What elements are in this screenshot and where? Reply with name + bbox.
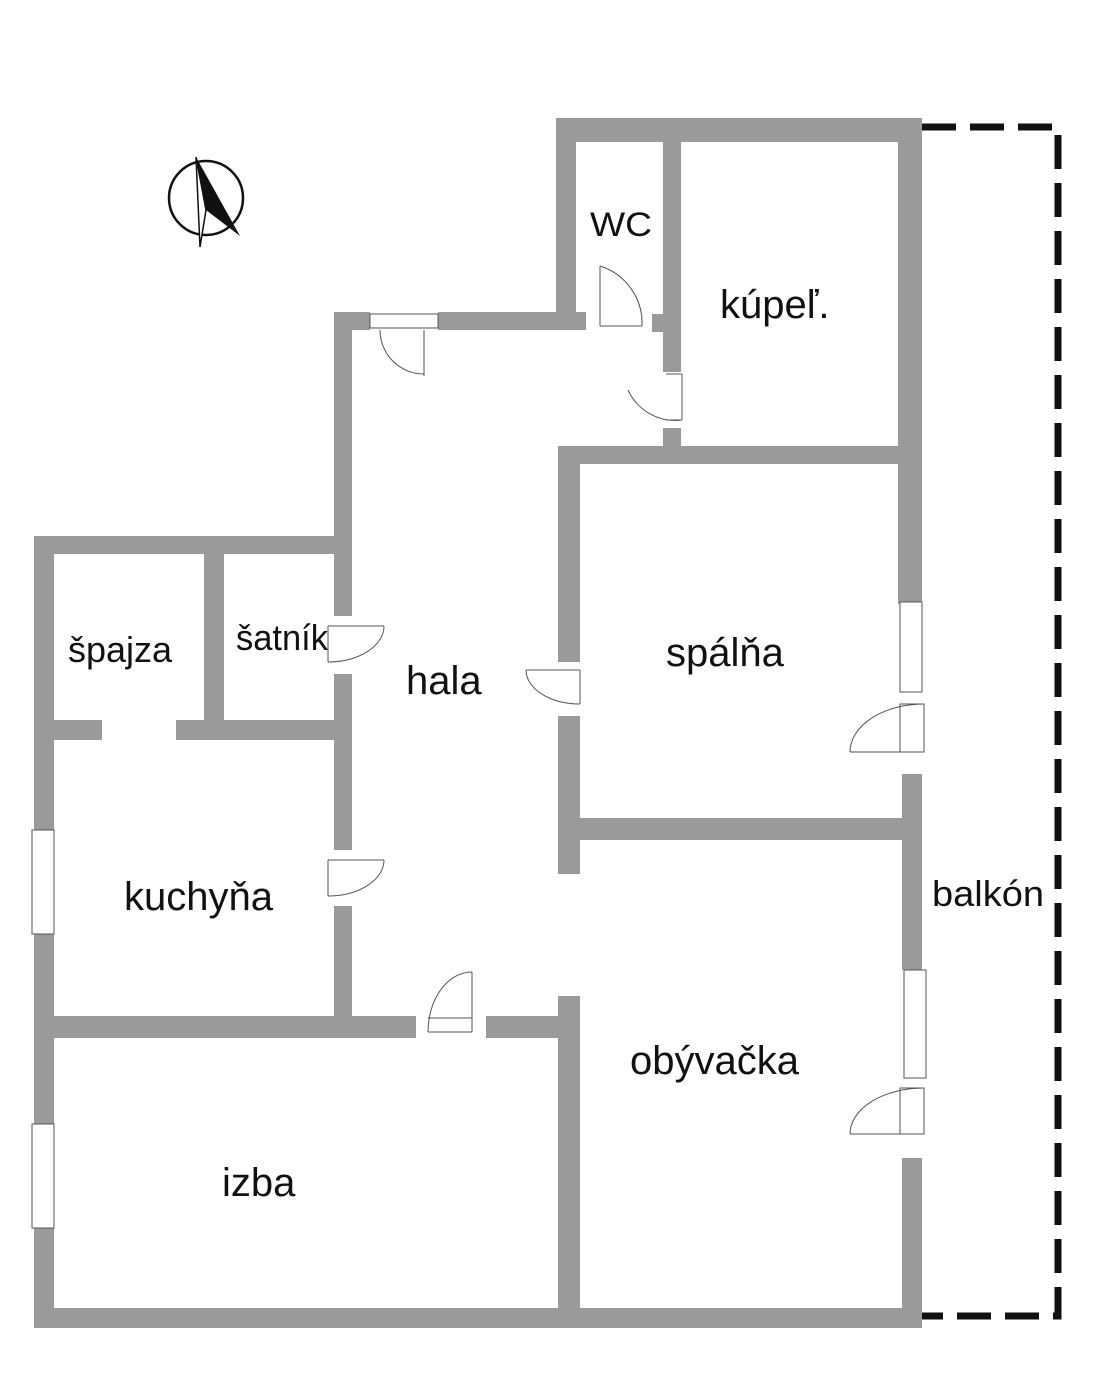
room-label-spajza: špajza [68, 629, 173, 670]
door-wardrobe [327, 625, 385, 663]
room-label-kuchyna: kuchyňa [124, 875, 274, 919]
room-label-balkon: balkón [932, 873, 1044, 914]
door-bedroom-balcony [849, 703, 925, 753]
door-bathroom [627, 373, 683, 421]
room-label-spalna: spálňa [666, 631, 785, 675]
door-wc [599, 265, 643, 327]
walls [34, 118, 922, 1328]
door-living-balcony [849, 1087, 925, 1135]
room-label-wc: WC [590, 206, 652, 244]
balcony-outline [922, 123, 1062, 1320]
room-label-izba: izba [222, 1161, 296, 1205]
windows [31, 601, 927, 1229]
door-bedroom [525, 669, 581, 705]
room-label-kupel: kúpeľ. [720, 283, 830, 327]
room-labels: WC kúpeľ. hala spálňa špajza šatník kuch… [68, 206, 1044, 1205]
room-label-satnik: šatník [236, 617, 329, 658]
window-izba [31, 1123, 55, 1229]
window-kitchen [31, 829, 55, 935]
north-arrow-icon [167, 156, 245, 248]
doors [327, 265, 925, 1135]
room-label-obyvacka: obývačka [630, 1039, 800, 1083]
window-living [903, 969, 927, 1079]
door-izba [427, 971, 473, 1033]
door-kitchen [327, 859, 385, 897]
window-bedroom [899, 601, 923, 693]
room-label-hala: hala [406, 659, 482, 703]
door-entrance [369, 313, 439, 376]
